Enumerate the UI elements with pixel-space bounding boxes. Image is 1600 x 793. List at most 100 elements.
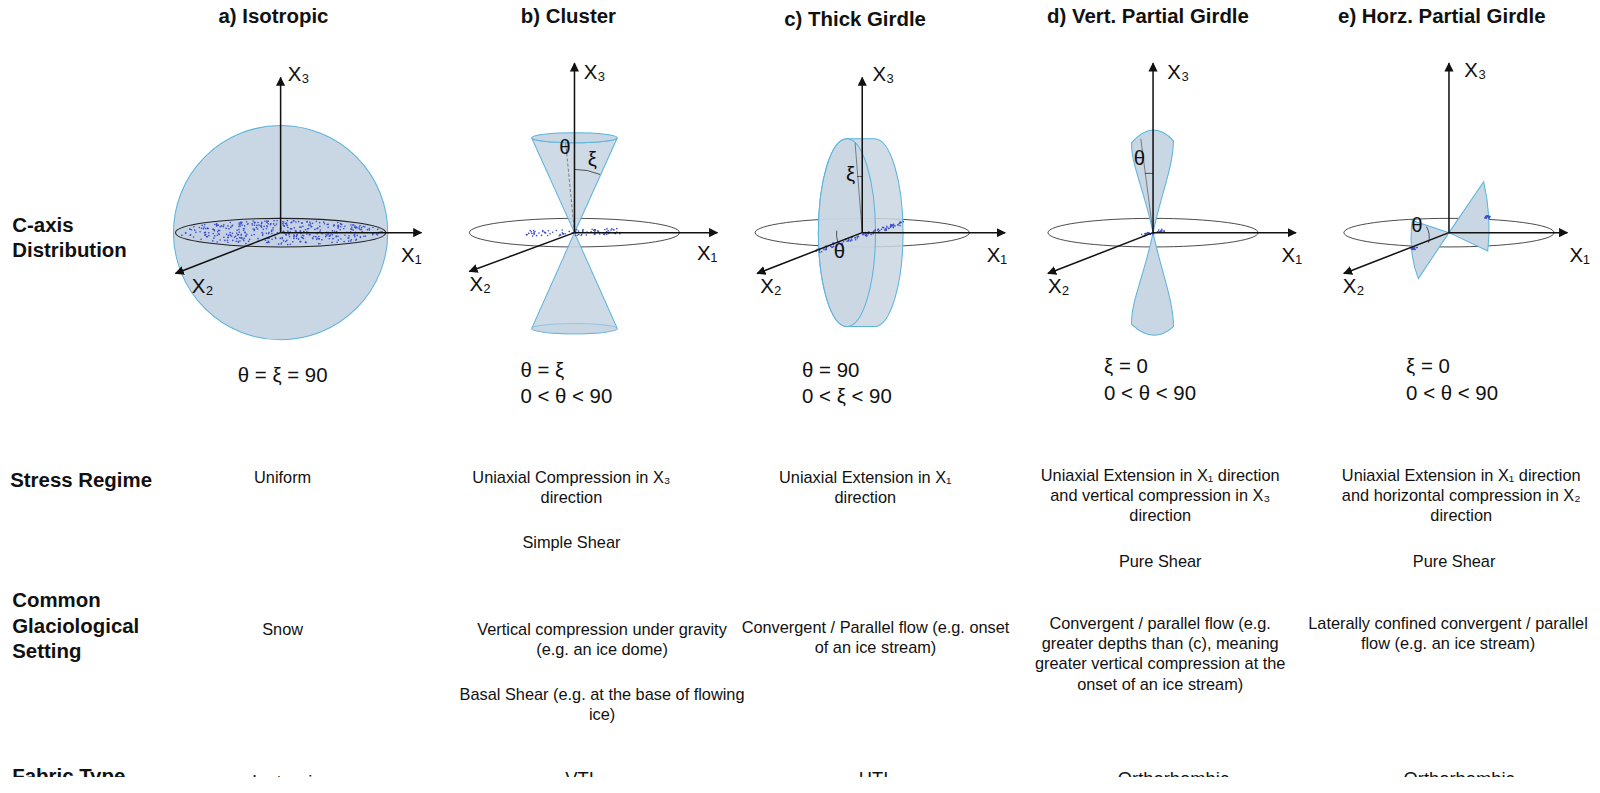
c-axis-dot xyxy=(193,236,195,238)
c-axis-dot xyxy=(218,233,220,235)
c-axis-dot xyxy=(591,228,593,230)
stress-regime-text: Uniaxial Compression in X₃ direction xyxy=(454,467,689,508)
c-axis-dot xyxy=(284,225,286,227)
c-axis-dot xyxy=(245,235,247,237)
c-axis-dot xyxy=(200,239,202,241)
c-axis-dot xyxy=(236,229,238,231)
axis-label: X₃ xyxy=(872,61,894,87)
c-axis-dot xyxy=(533,232,535,234)
c-axis-dot xyxy=(216,234,218,236)
glaciological-setting-text: Convergent / parallel flow (e.g. greater… xyxy=(1030,613,1290,695)
c-axis-dot xyxy=(313,236,315,238)
c-axis-dot xyxy=(365,235,367,237)
c-axis-dot xyxy=(301,236,303,238)
c-axis-dot xyxy=(331,234,333,236)
c-axis-dot xyxy=(890,226,892,228)
c-axis-dot xyxy=(276,220,278,222)
c-axis-dot xyxy=(318,238,320,240)
c-axis-dot xyxy=(563,233,565,235)
c-axis-dot xyxy=(306,233,308,235)
c-axis-dot xyxy=(898,223,900,225)
c-axis-dot xyxy=(326,224,328,226)
c-axis-dot xyxy=(309,221,311,223)
c-axis-dot xyxy=(594,233,596,235)
c-axis-dot xyxy=(265,239,267,241)
c-axis-dot xyxy=(286,225,288,227)
c-axis-dot xyxy=(205,234,207,236)
c-axis-dot xyxy=(239,237,241,239)
c-axis-dot xyxy=(303,238,305,240)
c-axis-dot xyxy=(368,228,370,230)
c-axis-dot xyxy=(193,226,195,228)
c-axis-dot xyxy=(243,228,245,230)
c-axis-dot xyxy=(283,224,285,226)
c-axis-dot xyxy=(241,224,243,226)
c-axis-dot xyxy=(576,234,578,236)
c-axis-dot xyxy=(224,240,226,242)
c-axis-dot xyxy=(885,229,887,231)
c-axis-dot xyxy=(295,221,297,223)
c-axis-dot xyxy=(239,223,241,225)
c-axis-dot xyxy=(359,226,361,228)
c-axis-dot xyxy=(819,251,821,253)
c-axis-dot xyxy=(305,241,307,243)
c-axis-dot xyxy=(1164,230,1166,232)
axis-label: X₃ xyxy=(288,61,310,87)
c-axis-dot xyxy=(295,230,297,232)
c-axis-dot xyxy=(206,236,208,238)
c-axis-dot xyxy=(348,235,350,237)
c-axis-dot xyxy=(287,230,289,232)
axis-label: X₂ xyxy=(760,273,782,299)
c-axis-dot xyxy=(271,239,273,241)
c-axis-dot xyxy=(578,234,580,236)
c-axis-dot xyxy=(312,222,314,224)
c-axis-dot xyxy=(212,240,214,242)
c-axis-dot xyxy=(287,220,289,222)
c-axis-dot xyxy=(899,221,901,223)
c-axis-dot xyxy=(329,235,331,237)
axis-label: X₃ xyxy=(584,59,606,85)
c-axis-dot xyxy=(274,236,276,238)
c-axis-dot xyxy=(856,237,858,239)
c-axis-dot xyxy=(321,239,323,241)
c-axis-dot xyxy=(296,238,298,240)
c-axis-dot xyxy=(267,242,269,244)
c-axis-dot xyxy=(532,235,534,237)
c-axis-dot xyxy=(330,234,332,236)
c-axis-dot xyxy=(1486,215,1488,217)
c-axis-dot xyxy=(293,220,295,222)
c-axis-dot xyxy=(356,227,358,229)
c-axis-dot xyxy=(223,224,225,226)
c-axis-dot xyxy=(825,249,827,251)
c-axis-dot xyxy=(243,228,245,230)
c-axis-dot xyxy=(287,227,289,229)
c-axis-dot xyxy=(238,234,240,236)
c-axis-dot xyxy=(329,238,331,240)
c-axis-dot xyxy=(356,226,358,228)
c-axis-dot xyxy=(285,234,287,236)
figure: a) Isotropicb) Clusterc) Thick Girdled) … xyxy=(0,0,1600,777)
glaciological-setting-text: Basal Shear (e.g. at the base of flowing… xyxy=(454,685,750,726)
c-axis-dot xyxy=(536,235,538,237)
c-axis-dot xyxy=(310,226,312,228)
c-axis-dot xyxy=(309,234,311,236)
c-axis-dot xyxy=(885,229,887,231)
column-title: e) Horz. Partial Girdle xyxy=(1289,4,1595,30)
c-axis-dot xyxy=(348,237,350,239)
c-axis-dot xyxy=(254,224,256,226)
c-axis-dot xyxy=(298,221,300,223)
c-axis-dot xyxy=(594,230,596,232)
c-axis-dot xyxy=(227,241,229,243)
c-axis-dot xyxy=(282,221,284,223)
stress-regime-text: Uniaxial Extension in X₁ direction and h… xyxy=(1336,465,1586,526)
c-axis-dot xyxy=(890,224,892,226)
c-axis-dot xyxy=(223,237,225,239)
c-axis-dot xyxy=(207,228,209,230)
c-axis-dot xyxy=(891,224,893,226)
c-axis-dot xyxy=(311,226,313,228)
c-axis-dot xyxy=(230,222,232,224)
c-axis-dot xyxy=(541,235,543,237)
c-axis-dot xyxy=(823,249,825,251)
c-axis-dot xyxy=(238,226,240,228)
c-axis-dot xyxy=(347,237,349,239)
